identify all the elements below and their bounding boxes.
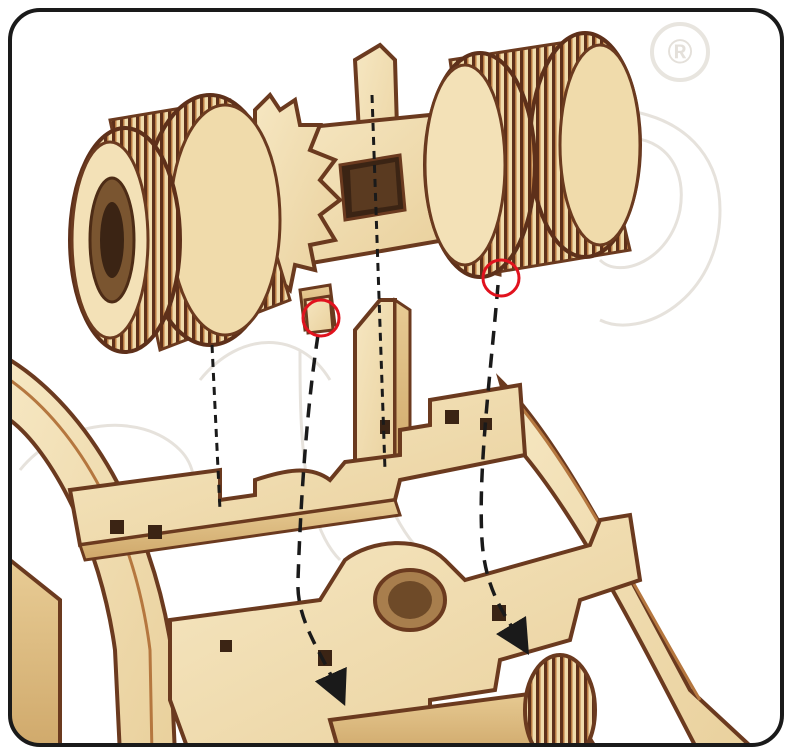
registered-trademark-icon: ® xyxy=(650,22,710,82)
right-wheel-pair xyxy=(425,33,640,277)
